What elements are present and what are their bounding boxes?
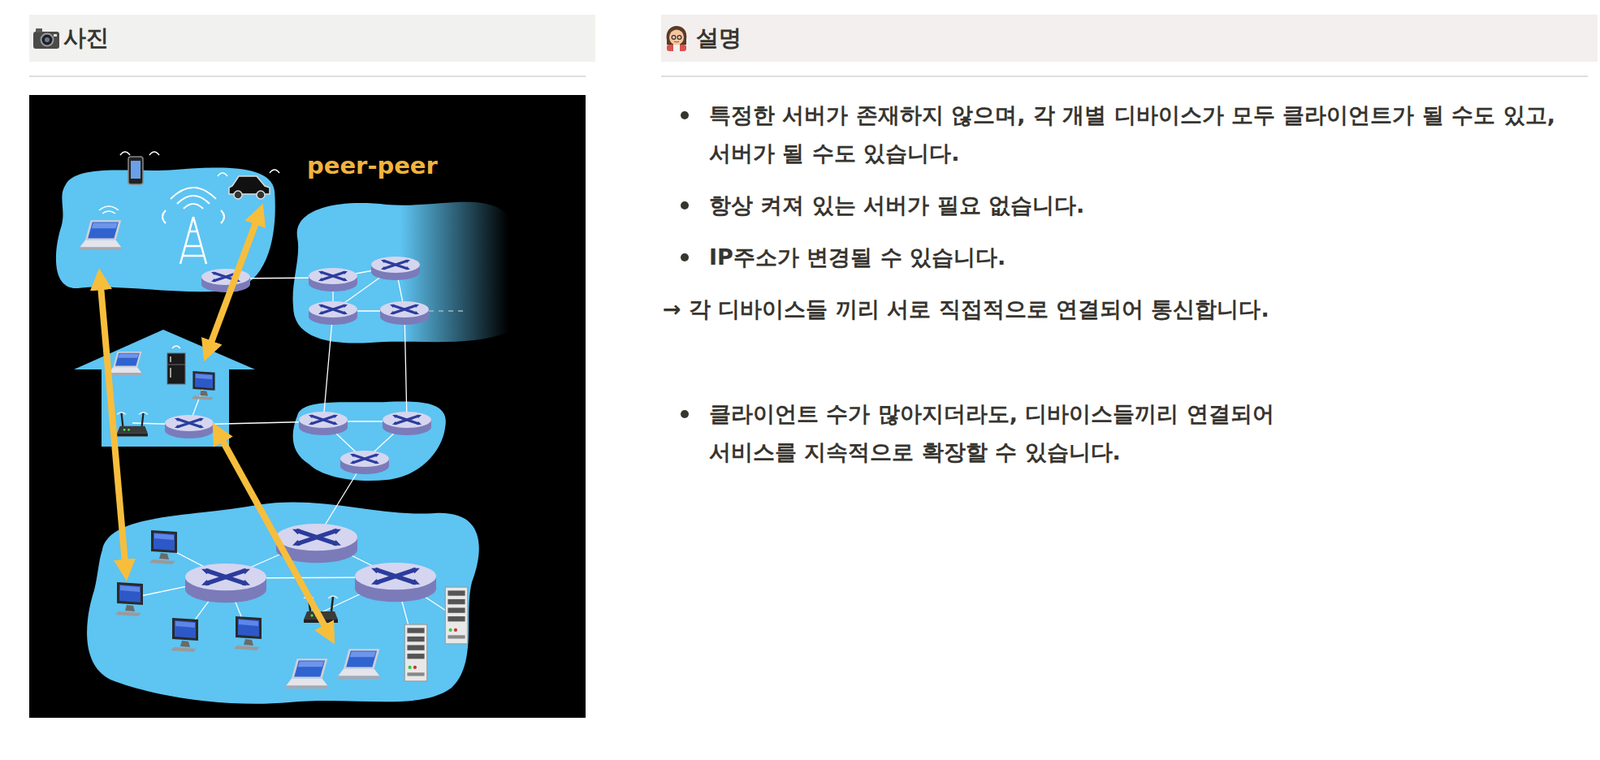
router [308, 301, 358, 325]
bullet-text: 항상 켜져 있는 서버가 필요 없습니다. [709, 185, 1570, 225]
camera-icon [32, 26, 61, 50]
bullet-text: IP주소가 변경될 수 있습니다. [709, 237, 1570, 277]
router [380, 301, 429, 325]
header-text: 사진 [63, 14, 596, 62]
header-band: 설명 [661, 14, 1598, 62]
laptop [79, 220, 122, 251]
camera-lens [41, 34, 54, 47]
summary-text: → 각 디바이스들 끼리 서로 직접적으로 연결되어 통신합니다. [662, 289, 1589, 329]
network-links [129, 266, 456, 653]
shirt [666, 44, 687, 52]
laptop [108, 351, 142, 376]
divider-line [29, 75, 586, 78]
home-network-house [73, 329, 256, 447]
router [298, 411, 348, 436]
router [164, 415, 214, 439]
diagram-title-label: peer-peer [307, 151, 438, 181]
wifi-router [116, 412, 148, 437]
server [445, 587, 468, 645]
camera-top [35, 28, 43, 33]
router [201, 268, 251, 293]
enterprise-network-region [86, 502, 480, 705]
bullet-dot [680, 201, 689, 210]
router [340, 450, 390, 475]
wireless-waves [99, 206, 119, 214]
camera-lens-glass [44, 37, 50, 43]
glasses [677, 35, 682, 40]
router [354, 562, 437, 602]
face [669, 30, 684, 46]
desktop-computer [191, 371, 216, 401]
camera-flash [53, 34, 57, 37]
mobile-network-region [56, 167, 276, 292]
peer-arrows [99, 211, 331, 637]
bullet-dot [680, 410, 689, 419]
isp-region [293, 402, 446, 481]
black-ground [29, 95, 586, 718]
cell-tower [162, 187, 225, 264]
glasses [671, 35, 676, 40]
bullet-dot [680, 111, 689, 120]
router [185, 563, 267, 603]
server [404, 624, 427, 682]
header-band: 사진 [29, 14, 596, 62]
header-text: 설명 [696, 14, 1598, 62]
bullet-text: 클라이언트 수가 많아지더라도, 디바이스들끼리 연결되어 서비스를 지속적으로… [709, 394, 1327, 472]
router [371, 256, 420, 281]
desktop-computer [233, 616, 262, 651]
refrigerator [167, 345, 186, 385]
desktop-computer [115, 582, 143, 617]
desktop-computer [149, 530, 178, 565]
camera-body [33, 31, 60, 49]
router [382, 411, 432, 436]
bullet-dot [680, 253, 689, 262]
isp-region [293, 202, 509, 344]
desktop-computer [170, 618, 199, 653]
laptop [337, 648, 380, 679]
laptop [285, 658, 328, 689]
teacher-icon [663, 25, 690, 52]
mouth [674, 41, 679, 43]
smartphone [120, 151, 160, 185]
router [308, 268, 358, 292]
car [217, 169, 280, 199]
divider-line [661, 75, 1588, 78]
network-illustration [29, 95, 586, 718]
bullet-text: 특정한 서버가 존재하지 않으며, 각 개별 디바이스가 모두 클라이언트가 될… [709, 95, 1591, 173]
